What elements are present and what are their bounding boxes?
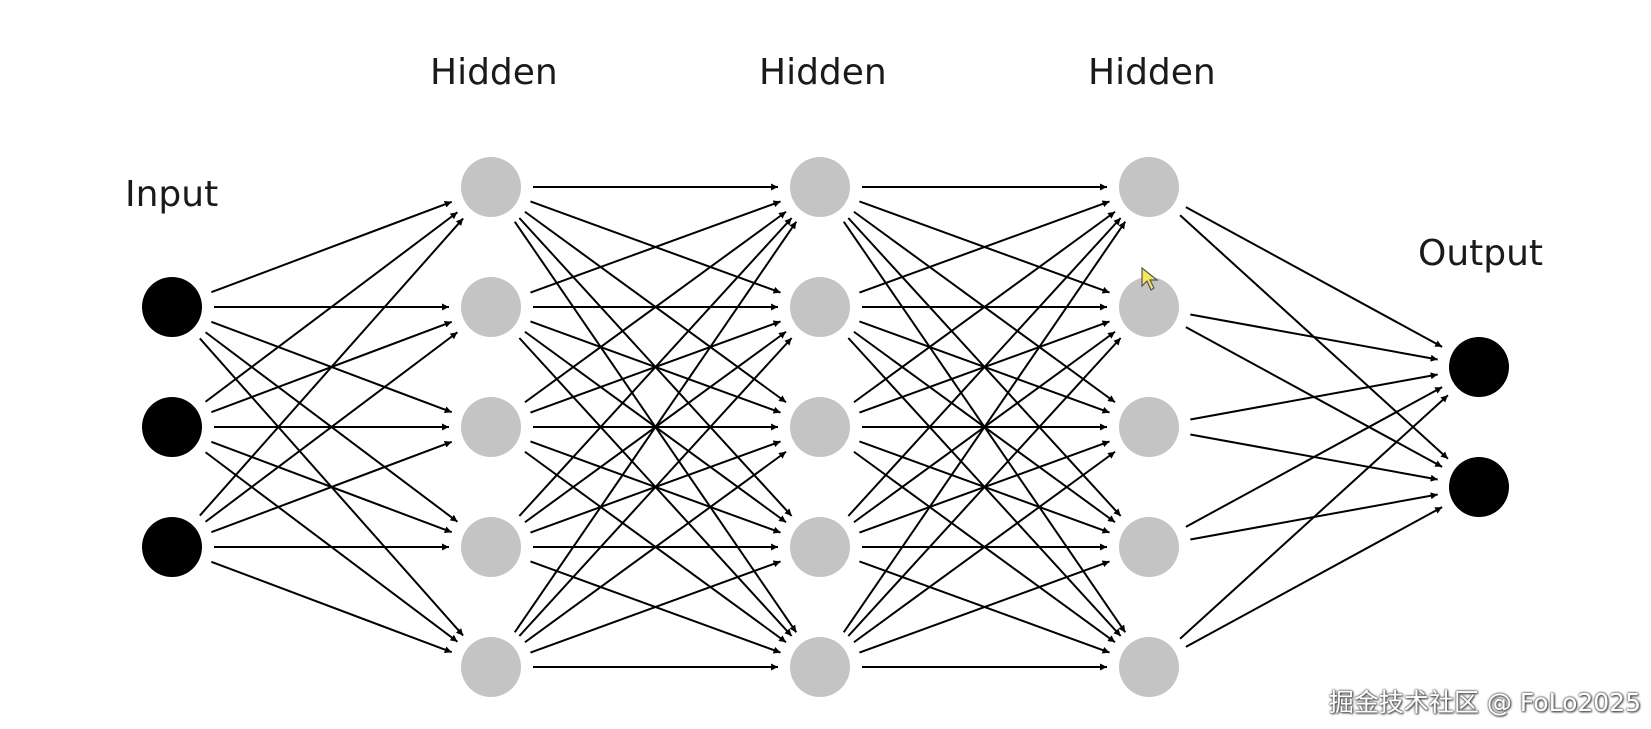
hidden-node-4-4 (1119, 517, 1179, 577)
input-node-1-2 (142, 397, 202, 457)
input-layer-label: Input (125, 174, 218, 215)
connection-arrow-l0n1-l1n0 (204, 211, 459, 403)
hidden-node-3-4 (790, 517, 850, 577)
mouse-pointer-icon (1141, 266, 1159, 291)
hidden-node-2-5 (461, 637, 521, 697)
connections (199, 183, 1449, 671)
hidden-layer-3-label: Hidden (1088, 52, 1216, 93)
connection-arrow-l1n4-l2n2 (524, 450, 787, 644)
connection-arrow-l1n4-l2n3 (530, 560, 781, 654)
connection-arrow-l2n4-l3n0 (842, 221, 1127, 633)
connection-arrow-l0n2-l1n1 (204, 331, 459, 523)
connection-arrow-l1n4-l2n0 (513, 221, 798, 633)
hidden-node-3-5 (790, 637, 850, 697)
connection-arrow-l3n3-l4n0 (1185, 386, 1443, 528)
connection-arrow-l0n0-l1n0 (210, 200, 453, 294)
hidden-node-2-3 (461, 397, 521, 457)
connection-arrow-l1n3-l2n0 (518, 217, 793, 517)
hidden-node-2-1 (461, 157, 521, 217)
hidden-node-3-1 (790, 157, 850, 217)
connection-arrow-l3n4-l4n0 (1179, 394, 1449, 640)
input-node-1-1 (142, 277, 202, 337)
connection-arrow-l2n3-l3n0 (847, 217, 1122, 517)
connection-arrow-l2n2-l3n0 (853, 210, 1116, 404)
hidden-node-2-2 (461, 277, 521, 337)
hidden-layer-1-label: Hidden (430, 52, 558, 93)
hidden-node-2-4 (461, 517, 521, 577)
connection-arrow-l2n4-l3n2 (853, 450, 1116, 644)
connection-arrow-l3n1-l4n0 (1190, 313, 1438, 362)
hidden-node-3-3 (790, 397, 850, 457)
connection-arrow-l1n2-l2n0 (524, 210, 787, 404)
connection-arrow-l2n1-l3n0 (859, 200, 1110, 294)
nodes (142, 157, 1509, 697)
hidden-node-4-2 (1119, 277, 1179, 337)
connection-arrow-l3n2-l4n0 (1190, 372, 1438, 421)
hidden-node-4-1 (1119, 157, 1179, 217)
hidden-node-4-5 (1119, 637, 1179, 697)
connection-arrow-l2n4-l3n1 (847, 337, 1122, 637)
output-layer-label: Output (1418, 233, 1543, 274)
connection-arrow-l0n2-l1n4 (210, 560, 453, 654)
hidden-node-4-3 (1119, 397, 1179, 457)
input-node-1-3 (142, 517, 202, 577)
connection-arrow-l0n2-l1n2 (210, 440, 453, 534)
connection-arrow-l1n4-l2n1 (518, 337, 793, 637)
connection-arrow-l3n0-l4n0 (1185, 206, 1443, 348)
output-node-5-1 (1449, 337, 1509, 397)
connection-arrow-l1n1-l2n0 (530, 200, 781, 294)
connection-arrow-l2n4-l3n3 (859, 560, 1110, 654)
connection-arrow-l0n2-l1n0 (199, 217, 464, 517)
watermark: 掘金技术社区 @ FoLo2025 (1328, 688, 1641, 717)
hidden-layer-2-label: Hidden (759, 52, 887, 93)
hidden-node-3-2 (790, 277, 850, 337)
connection-arrow-l3n4-l4n1 (1185, 506, 1443, 648)
output-node-5-2 (1449, 457, 1509, 517)
